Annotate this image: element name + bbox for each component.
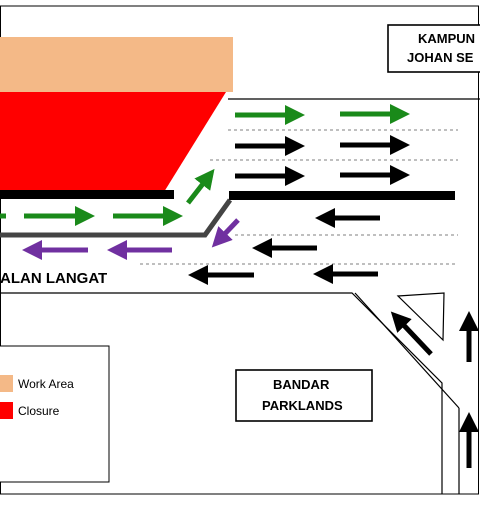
traffic-island <box>396 292 445 342</box>
place-label-line1: KAMPUN <box>418 31 475 46</box>
median-barrier-right <box>229 191 455 200</box>
crossover-divider <box>0 198 233 238</box>
work-area-block <box>0 37 233 92</box>
legend-label-closure: Closure <box>18 404 60 418</box>
road-name-label: ALAN LANGAT <box>0 270 107 287</box>
black-arrow <box>390 311 433 356</box>
bandar-label-line1: BANDAR <box>273 377 330 392</box>
road-bottom-edge <box>0 292 443 494</box>
legend-label-work-area: Work Area <box>18 377 74 391</box>
place-label-line2: JOHAN SE <box>407 50 474 65</box>
bandar-label-line2: PARKLANDS <box>262 398 343 413</box>
outer-frame <box>0 5 479 495</box>
legend-box <box>0 345 110 483</box>
legend-swatch-closure <box>0 402 13 419</box>
legend-swatch-work-area <box>0 375 13 392</box>
median-barrier-left <box>0 190 174 199</box>
green-arrow <box>186 168 215 205</box>
bandar-label-box <box>235 369 373 422</box>
place-label-box <box>387 24 480 73</box>
closure-zone <box>0 92 226 192</box>
side-road-edge <box>354 292 460 409</box>
purple-arrow <box>211 218 240 248</box>
